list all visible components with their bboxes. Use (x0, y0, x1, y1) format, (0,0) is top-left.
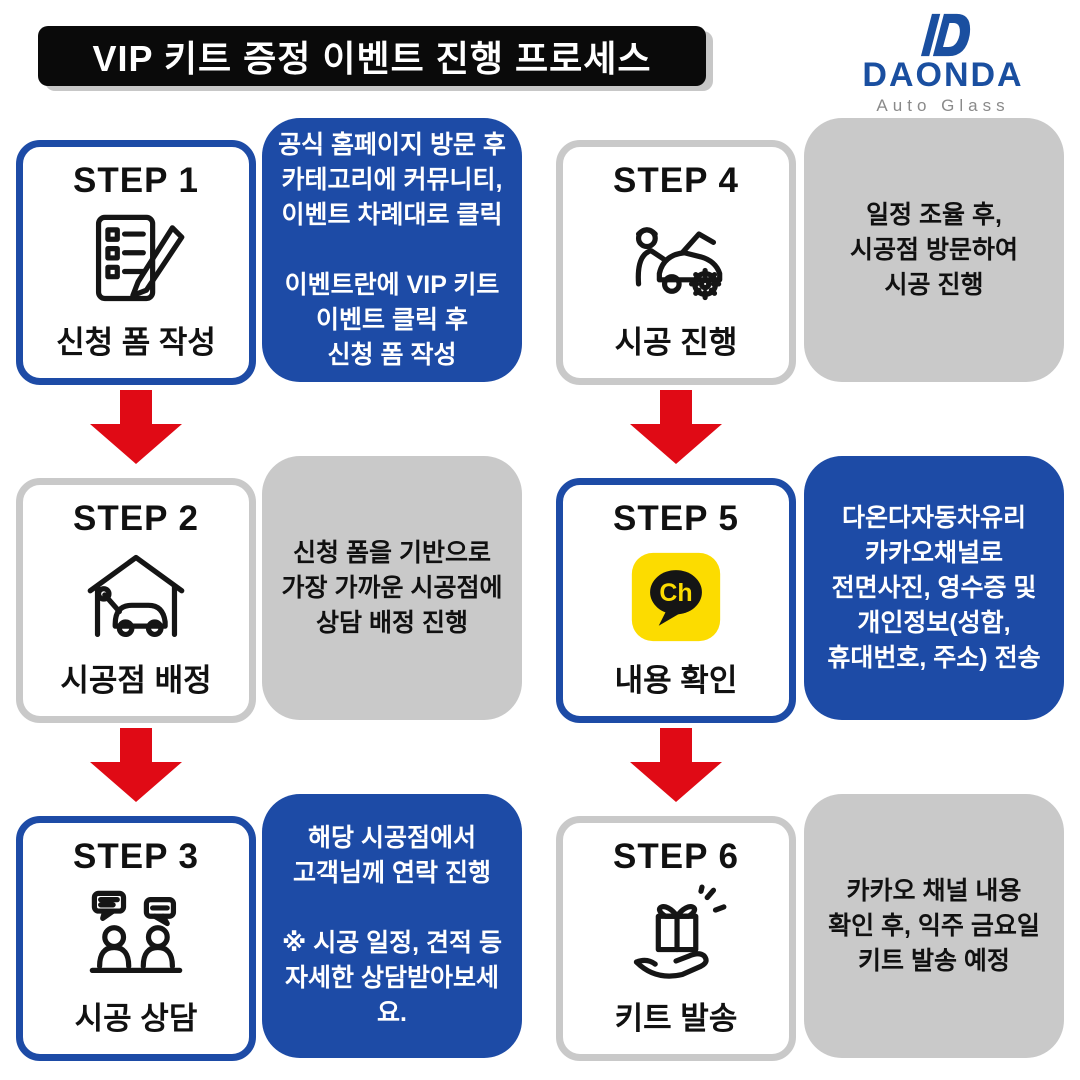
step-title: STEP 5 (613, 499, 739, 538)
kakao-ch-glyph: Ch (659, 579, 692, 607)
gift-hand-icon (624, 879, 728, 991)
step-card-6: STEP 6 키트 발송 (556, 816, 796, 1061)
form-pencil-icon (84, 203, 188, 315)
step-desc-5: 다온다자동차유리 카카오채널로 전면사진, 영수증 및 개인정보(성함, 휴대번… (804, 456, 1064, 720)
daonda-logo-icon (920, 13, 971, 57)
step-desc-1: 공식 홈페이지 방문 후 카테고리에 커뮤니티, 이벤트 차례대로 클릭 이벤트… (262, 118, 522, 382)
brand-logo: DAONDA Auto Glass (828, 12, 1058, 116)
step-title: STEP 3 (73, 837, 199, 876)
step-card-2: STEP 2 시공점 배정 (16, 478, 256, 723)
down-arrow (630, 390, 722, 464)
title-banner: VIP 키트 증정 이벤트 진행 프로세스 (38, 26, 706, 86)
step-title: STEP 2 (73, 499, 199, 538)
step-label: 키트 발송 (614, 1001, 738, 1036)
step-label: 시공점 배정 (60, 663, 212, 698)
step-title: STEP 1 (73, 161, 199, 200)
step-title: STEP 6 (613, 837, 739, 876)
step-card-3: STEP 3 시공 상담 (16, 816, 256, 1061)
step-desc-3: 해당 시공점에서 고객님께 연락 진행 ※ 시공 일정, 견적 등 자세한 상담… (262, 794, 522, 1058)
garage-car-icon (84, 541, 188, 653)
step-desc-4: 일정 조율 후, 시공점 방문하여 시공 진행 (804, 118, 1064, 382)
consultation-icon (84, 879, 188, 991)
brand-name: DAONDA (862, 56, 1024, 94)
down-arrow (90, 390, 182, 464)
step-label: 내용 확인 (614, 663, 738, 698)
mechanic-car-icon (624, 203, 728, 315)
step-card-1: STEP 1 신청 폼 작성 (16, 140, 256, 385)
page-title: VIP 키트 증정 이벤트 진행 프로세스 (92, 38, 652, 79)
step-desc-2: 신청 폼을 기반으로 가장 가까운 시공점에 상담 배정 진행 (262, 456, 522, 720)
step-card-5: STEP 5 Ch 내용 확인 (556, 478, 796, 723)
step-label: 신청 폼 작성 (56, 325, 216, 360)
step-label: 시공 진행 (614, 325, 738, 360)
brand-subtitle: Auto Glass (876, 95, 1010, 115)
step-label: 시공 상담 (74, 1001, 198, 1036)
step-desc-6: 카카오 채널 내용 확인 후, 익주 금요일 키트 발송 예정 (804, 794, 1064, 1058)
down-arrow (630, 728, 722, 802)
down-arrow (90, 728, 182, 802)
kakao-channel-icon: Ch (628, 541, 724, 653)
step-title: STEP 4 (613, 161, 739, 200)
step-card-4: STEP 4 시공 진행 (556, 140, 796, 385)
